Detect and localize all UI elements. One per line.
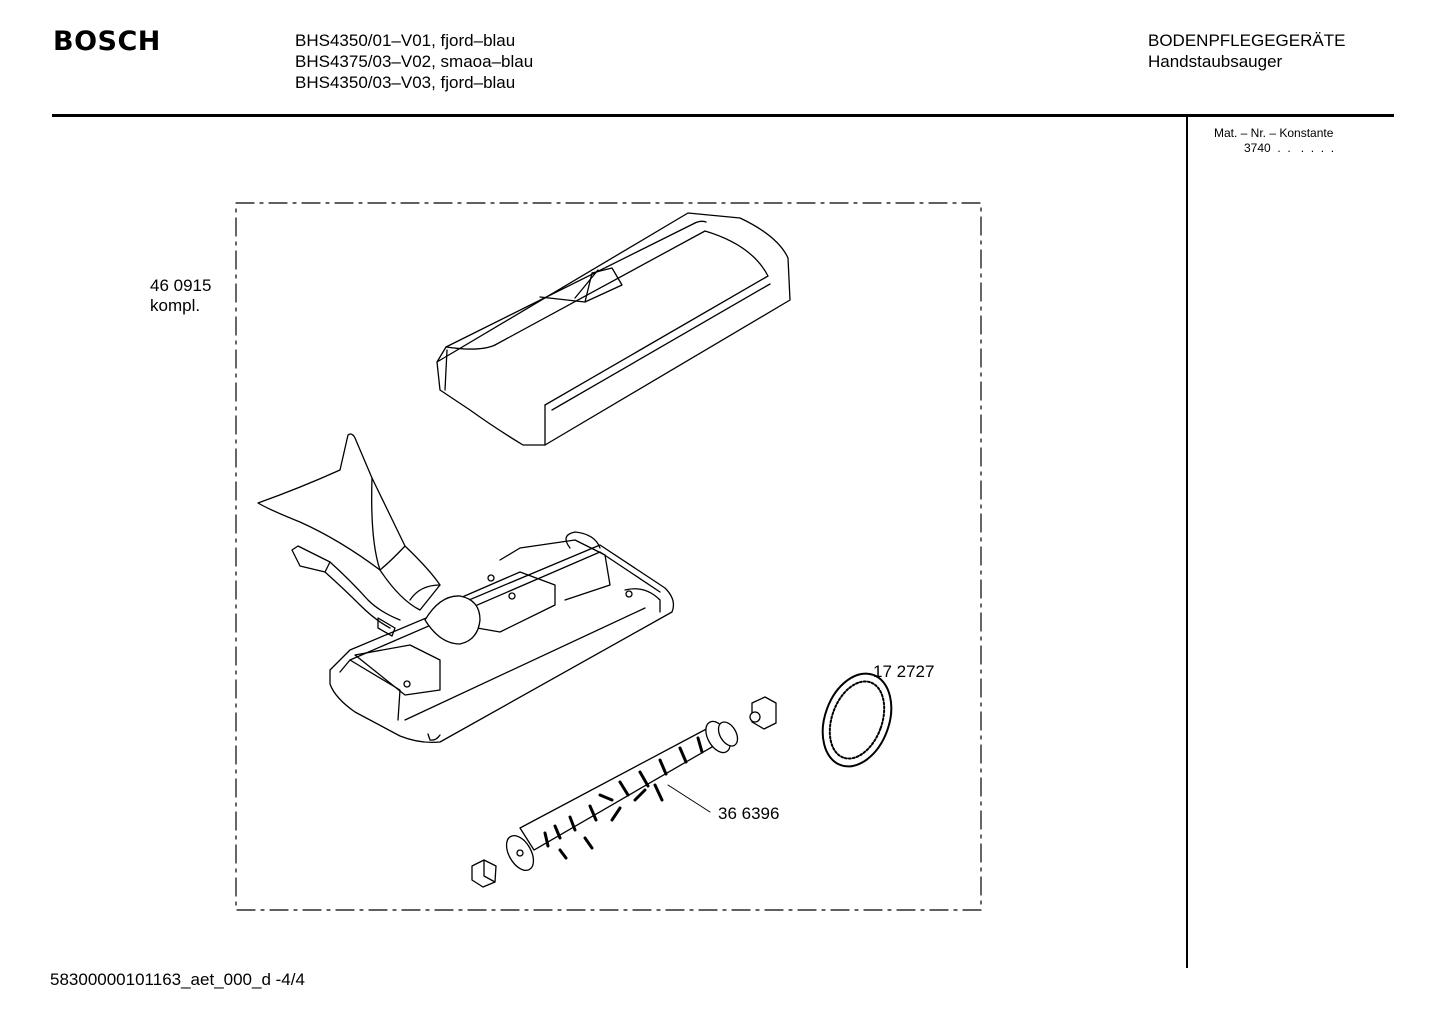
material-constant-value: 3740 . . . . . . <box>1244 141 1335 155</box>
brand-logo: BOSCH <box>53 26 161 57</box>
assembly-boundary <box>235 202 982 911</box>
nozzle-cover-part <box>436 212 791 446</box>
brush-roller-part <box>505 720 739 871</box>
assembly-part-number: 46 0915 kompl. <box>150 276 211 316</box>
model-line: BHS4350/03–V03, fjord–blau <box>295 73 516 92</box>
model-list: BHS4350/01–V01, fjord–blau BHS4375/03–V0… <box>295 30 533 93</box>
document-id: 58300000101163_aet_000_d -4/4 <box>50 970 305 989</box>
neck-funnel-part <box>257 433 441 637</box>
nozzle-base-part <box>329 531 675 744</box>
belt-part-number: 17 2727 <box>873 662 935 681</box>
assembly-number: 46 0915 <box>150 276 212 295</box>
category-subtitle: Handstaubsauger <box>1148 52 1283 71</box>
model-line: BHS4375/03–V02, smaoa–blau <box>295 52 534 71</box>
model-line: BHS4350/01–V01, fjord–blau <box>295 31 516 50</box>
category-block: BODENPFLEGEGERÄTE Handstaubsauger <box>1148 30 1345 72</box>
end-cap-part <box>471 859 497 888</box>
category-title: BODENPFLEGEGERÄTE <box>1148 31 1346 50</box>
sidebar-divider <box>1186 116 1188 968</box>
brush-part-number: 36 6396 <box>718 804 780 823</box>
assembly-note: kompl. <box>150 296 201 315</box>
material-constant-label: Mat. – Nr. – Konstante <box>1214 126 1334 140</box>
header-divider <box>52 114 1394 117</box>
material-constant: Mat. – Nr. – Konstante 3740 . . . . . . <box>1214 126 1334 156</box>
drive-belt-part <box>821 672 893 768</box>
bearing-part <box>749 696 777 730</box>
